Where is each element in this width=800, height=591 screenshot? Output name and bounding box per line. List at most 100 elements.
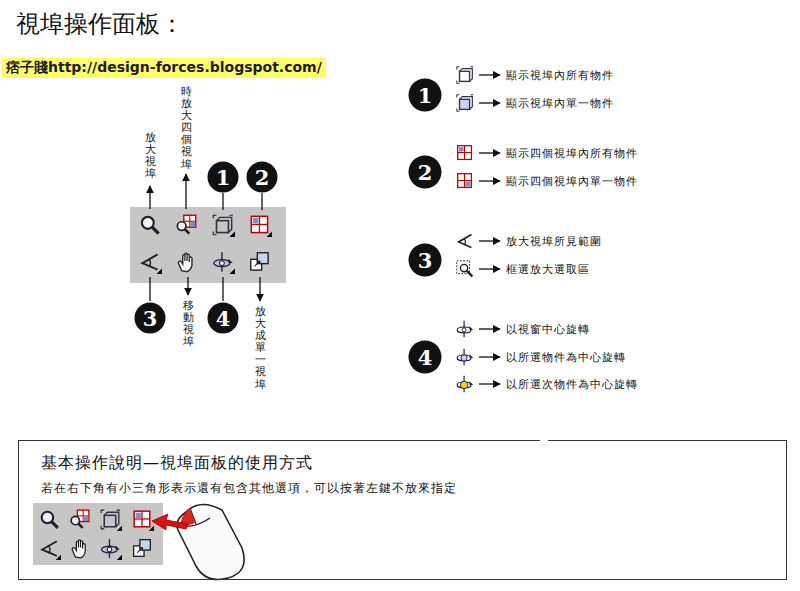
icon-description: 顯示視埠內所有物件 [506, 68, 614, 83]
legend-arrow [479, 356, 500, 357]
extents-all-icon [134, 511, 150, 527]
orbit-icon [457, 321, 473, 338]
callout-disc [135, 303, 166, 334]
border-gap [540, 438, 548, 442]
legend-arrows [479, 75, 500, 384]
flyout-triangle [117, 555, 122, 560]
leader-line [149, 277, 150, 301]
legend-arrow [479, 74, 500, 75]
callout-circle: 3 [408, 243, 442, 277]
extents-icon [457, 67, 474, 84]
pan-icon [178, 253, 192, 272]
legend-arrow [479, 328, 500, 329]
icon-description: 以所選物件為中心旋轉 [506, 350, 626, 365]
panel-heading: 基本操作說明—視埠面板的使用方式 [41, 453, 786, 474]
icon-description: 顯示視埠內單一物件 [506, 96, 614, 111]
callout-disc [409, 156, 442, 189]
callout-number: 4 [216, 306, 231, 331]
vertical-label: 移動視埠 [183, 300, 194, 348]
callout-circle: 4 [207, 302, 239, 334]
instruction-panel: 基本操作說明—視埠面板的使用方式若在右下角有小三角形表示還有包含其他選項，可以按… [18, 440, 787, 580]
flyout-triangle [267, 232, 272, 237]
flyout-triangle [56, 555, 61, 560]
extents-selected-icon [457, 95, 474, 112]
page-title: 視埠操作面板： [16, 8, 184, 40]
icon-description: 以所選次物件為中心旋轉 [506, 377, 638, 392]
legend-arrow [479, 240, 500, 241]
icon-description: 顯示四個視埠內單一物件 [506, 174, 638, 189]
icon-description: 以視窗中心旋轉 [506, 322, 590, 337]
icon-description: 顯示四個視埠內所有物件 [506, 146, 638, 161]
region-zoom-icon [457, 261, 473, 277]
vertical-label: 放大成單一視埠 [255, 306, 266, 391]
pointer-arrow [152, 514, 188, 530]
orbit-subobject-icon [457, 376, 473, 393]
flyout-triangle [117, 526, 122, 531]
toolbar-panel [130, 207, 286, 283]
flyout-triangle [149, 526, 154, 531]
toolbar-panel [33, 503, 163, 565]
callout-circle: 2 [408, 155, 442, 189]
field-of-view-icon [142, 254, 157, 269]
vertical-label: 放大視埠 [145, 132, 156, 180]
field-of-view-icon [42, 541, 57, 556]
leader-line [222, 193, 223, 210]
orbit-icon [214, 252, 233, 272]
legend-arrow [479, 102, 500, 103]
leader-line [222, 277, 223, 301]
left-button [181, 508, 195, 525]
icon-description: 框選放大選取區 [506, 262, 590, 277]
callout-disc [208, 162, 239, 193]
extents-icon [213, 215, 233, 235]
callout-disc [247, 162, 278, 193]
usage-illustration [33, 503, 244, 580]
toolbar-buttons [142, 215, 272, 274]
orbit-icon [102, 539, 120, 558]
callout-number: 3 [418, 248, 433, 273]
callout-disc [409, 341, 442, 374]
callout-number: 1 [216, 165, 231, 190]
callout-number: 1 [418, 83, 433, 108]
callout-circle: 2 [246, 161, 278, 193]
leader-arrow [187, 277, 188, 295]
watermark: 痞子賤http://design-forces.blogspot.com/ [2, 58, 326, 78]
callout-circle: 1 [408, 78, 442, 112]
legend-arrow [479, 152, 500, 153]
legend-arrow [479, 268, 500, 269]
callout-number: 2 [418, 160, 433, 185]
extents-all-selected-icon [458, 174, 472, 188]
leader-lines [150, 174, 262, 301]
toolbar [130, 174, 286, 301]
callout-number: 2 [255, 165, 270, 190]
mouse [177, 504, 244, 579]
callout-disc [409, 244, 442, 277]
flyout-triangle [157, 269, 162, 274]
icon-description: 放大視埠所見範圍 [506, 234, 602, 249]
zoom-all-icon [71, 510, 89, 528]
maximize-icon [251, 253, 268, 270]
leader-line [261, 193, 262, 210]
callout-disc [208, 303, 239, 334]
panel-body: 若在右下角有小三角形表示還有包含其他選項，可以按著左鍵不放來指定 [41, 480, 786, 497]
leader-arrow [149, 186, 150, 209]
callout-number: 4 [418, 345, 433, 370]
leader-arrow [185, 174, 186, 209]
vertical-label: 時放大四個視埠 [181, 86, 192, 171]
callout-circle: 3 [134, 302, 166, 334]
field-of-view-icon [459, 235, 472, 248]
legend-arrow [479, 383, 500, 384]
callout-circle: 4 [408, 340, 442, 374]
mouse-body [177, 504, 244, 579]
zoom-icon [42, 512, 58, 528]
callout-disc [409, 79, 442, 112]
callout-circle: 1 [207, 161, 239, 193]
icon-legend [457, 67, 500, 393]
extents-all-icon [251, 216, 267, 232]
flyout-triangle [230, 269, 235, 274]
extents-icon [101, 510, 120, 529]
flyout-triangle [230, 232, 235, 237]
orbit-selected-icon [457, 349, 473, 366]
legend-arrow [479, 180, 500, 181]
